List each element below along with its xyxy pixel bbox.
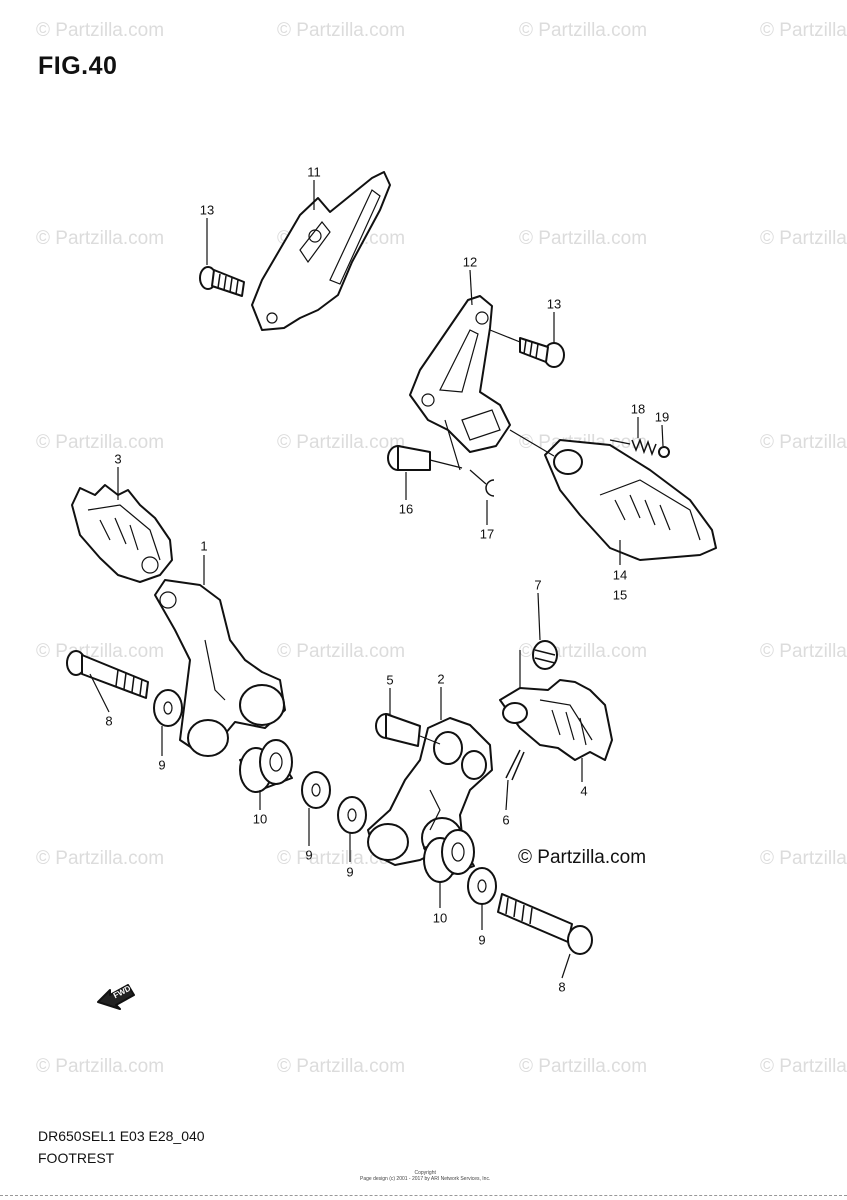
- callout-10: 10: [252, 811, 268, 827]
- part-9-washer-left-1: [153, 689, 183, 727]
- copyright-notice: Copyright Page design (c) 2001 - 2017 by…: [360, 1170, 490, 1182]
- watermark: © Partzilla.com: [277, 641, 406, 662]
- watermark: © Partzilla.com: [277, 432, 406, 453]
- callout-9: 9: [158, 757, 166, 773]
- part-11-heel-guard: [251, 171, 391, 331]
- callout-9: 9: [478, 932, 486, 948]
- watermark: © Partzilla.com: [760, 1056, 847, 1077]
- section-name: FOOTREST: [38, 1150, 115, 1166]
- callout-6: 6: [502, 812, 510, 828]
- page-bottom-divider: [0, 1195, 847, 1196]
- copyright-line-2: Page design (c) 2001 - 2017 by ARI Netwo…: [360, 1176, 491, 1182]
- watermark: © Partzilla.com: [760, 20, 847, 41]
- leader-lines: [89, 180, 664, 979]
- part-13-bolt-lower: [489, 329, 565, 368]
- watermark: © Partzilla.com: [277, 1056, 406, 1077]
- part-12-footrest-bracket: [409, 295, 511, 471]
- watermark: © Partzilla.com: [36, 228, 165, 249]
- callout-8: 8: [558, 979, 566, 995]
- watermark: © Partzilla.com: [760, 641, 847, 662]
- part-1-bracket-left: [154, 579, 286, 757]
- callout-8: 8: [105, 713, 113, 729]
- callout-10: 10: [432, 910, 448, 926]
- callout-16: 16: [398, 501, 414, 517]
- watermark: © Partzilla.com: [36, 432, 165, 453]
- partzilla-brand-mark: © Partzilla.com: [518, 847, 647, 868]
- part-10-bushing-left: [239, 739, 293, 793]
- callout-17: 17: [479, 526, 495, 542]
- callout-15: 15: [612, 587, 628, 603]
- watermark: © Partzilla.com: [277, 20, 406, 41]
- callout-7: 7: [534, 577, 542, 593]
- part-6-cotter-pin: [505, 749, 525, 781]
- part-4-rider-footpeg-right: [499, 679, 613, 761]
- part-5-pin: [375, 713, 441, 747]
- callout-9: 9: [305, 847, 313, 863]
- watermark: © Partzilla.com: [760, 432, 847, 453]
- callout-18: 18: [630, 401, 646, 417]
- watermark: © Partzilla.com: [36, 20, 165, 41]
- watermark: © Partzilla.com: [519, 228, 648, 249]
- callout-12: 12: [462, 254, 478, 270]
- callout-9: 9: [346, 864, 354, 880]
- callout-3: 3: [114, 451, 122, 467]
- callout-2: 2: [437, 671, 445, 687]
- figure-title: FIG.40: [38, 52, 118, 80]
- callout-5: 5: [386, 672, 394, 688]
- part-10-bushing-right: [423, 829, 475, 883]
- part-9-washer-right-2: [467, 867, 497, 905]
- watermark: © Partzilla.com: [519, 20, 648, 41]
- part-8-bolt-left: [66, 650, 149, 699]
- part-19-ball: [658, 446, 670, 458]
- part-14-15-passenger-footpeg: [509, 429, 717, 561]
- part-17-e-clip: [469, 469, 495, 497]
- part-18-spring: [609, 437, 657, 457]
- part-3-rider-footpeg-left: [71, 484, 173, 583]
- diagram-code: DR650SEL1 E03 E28_040: [38, 1128, 205, 1144]
- watermark: © Partzilla.com: [760, 848, 847, 869]
- watermark: © Partzilla.com: [519, 1056, 648, 1077]
- watermark: © Partzilla.com: [760, 228, 847, 249]
- part-8-bolt-right: [497, 893, 593, 955]
- part-13-bolt-upper: [199, 266, 245, 297]
- callout-19: 19: [654, 409, 670, 425]
- fwd-arrow-icon: [97, 984, 135, 1010]
- callout-4: 4: [580, 783, 588, 799]
- copyright-line-1: Copyright: [414, 1170, 436, 1176]
- callout-1: 1: [200, 538, 208, 554]
- watermark: © Partzilla.com: [36, 848, 165, 869]
- callout-13: 13: [199, 202, 215, 218]
- part-9-washer-right-1: [337, 796, 367, 834]
- callout-13: 13: [546, 296, 562, 312]
- part-16-pin: [387, 445, 463, 471]
- callout-14: 14: [612, 567, 628, 583]
- watermark: © Partzilla.com: [36, 1056, 165, 1077]
- part-9-washer-left-2: [301, 771, 331, 809]
- callout-11: 11: [307, 164, 321, 180]
